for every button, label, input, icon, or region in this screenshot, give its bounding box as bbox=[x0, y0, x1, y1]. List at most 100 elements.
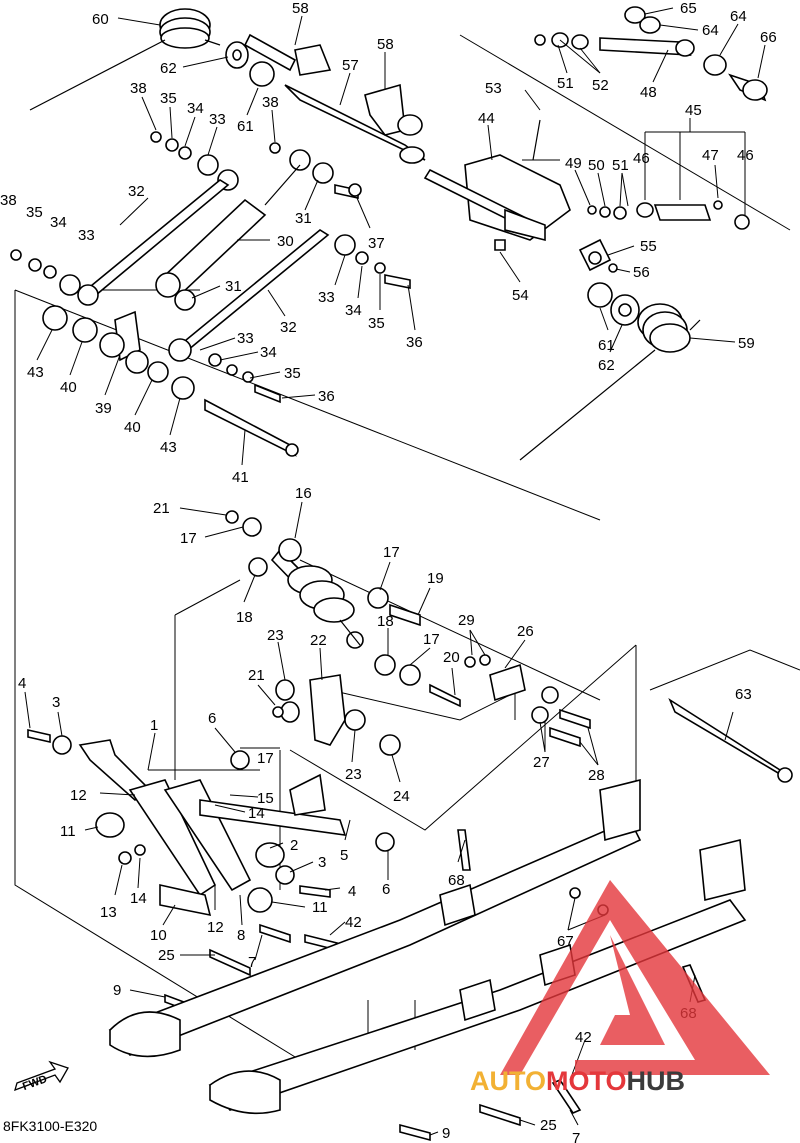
middle-small-parts bbox=[225, 510, 591, 748]
label-12: 12 bbox=[70, 787, 87, 804]
label-25: 25 bbox=[158, 947, 175, 964]
label-18: 18 bbox=[236, 609, 253, 626]
parts-45-46 bbox=[587, 200, 750, 230]
label-43: 43 bbox=[27, 364, 44, 381]
slide-rails bbox=[108, 778, 747, 1115]
spring-59 bbox=[519, 282, 701, 461]
label-14: 14 bbox=[248, 805, 265, 822]
label-52: 52 bbox=[592, 77, 609, 94]
label-4: 4 bbox=[18, 675, 26, 692]
label-49: 49 bbox=[565, 155, 582, 172]
part-labels: 60 58 62 57 58 61 38 35 34 33 38 65 64 6… bbox=[0, 0, 777, 1143]
fwd-arrow-icon: FWD bbox=[14, 1060, 69, 1093]
label-3: 3 bbox=[318, 854, 326, 871]
label-40: 40 bbox=[60, 379, 77, 396]
label-42: 42 bbox=[345, 914, 362, 931]
label-5: 5 bbox=[340, 847, 348, 864]
label-34: 34 bbox=[260, 344, 277, 361]
label-31: 31 bbox=[295, 210, 312, 227]
label-35: 35 bbox=[368, 315, 385, 332]
label-33: 33 bbox=[318, 289, 335, 306]
label-21: 21 bbox=[248, 667, 265, 684]
label-11: 11 bbox=[60, 823, 76, 840]
svg-text:AUTOMOTOHUB: AUTOMOTOHUB bbox=[470, 1066, 685, 1096]
label-29: 29 bbox=[458, 612, 475, 629]
label-41: 41 bbox=[232, 469, 249, 486]
label-64: 64 bbox=[730, 8, 747, 25]
label-35: 35 bbox=[284, 365, 301, 382]
label-62: 62 bbox=[598, 357, 615, 374]
label-46: 46 bbox=[633, 150, 650, 167]
label-18: 18 bbox=[377, 613, 394, 630]
label-60: 60 bbox=[92, 11, 109, 28]
label-61: 61 bbox=[598, 337, 615, 354]
label-2: 2 bbox=[290, 837, 298, 854]
label-26: 26 bbox=[517, 623, 534, 640]
label-14: 14 bbox=[130, 890, 147, 907]
label-25: 25 bbox=[540, 1117, 557, 1134]
label-7: 7 bbox=[248, 954, 256, 971]
label-34: 34 bbox=[345, 302, 362, 319]
label-51: 51 bbox=[612, 157, 629, 174]
diagram-code: 8FK3100-E320 bbox=[3, 1118, 97, 1134]
label-57: 57 bbox=[342, 57, 359, 74]
label-46: 46 bbox=[737, 147, 754, 164]
label-65: 65 bbox=[680, 0, 697, 17]
label-36: 36 bbox=[406, 334, 423, 351]
watermark-moto: MOTO bbox=[546, 1066, 627, 1096]
label-45: 45 bbox=[685, 102, 702, 119]
label-23: 23 bbox=[345, 766, 362, 783]
collar-61-top bbox=[249, 61, 275, 87]
label-6: 6 bbox=[382, 881, 390, 898]
label-47: 47 bbox=[702, 147, 719, 164]
label-17: 17 bbox=[383, 544, 400, 561]
label-58: 58 bbox=[292, 0, 309, 17]
label-7: 7 bbox=[572, 1130, 580, 1143]
label-17: 17 bbox=[257, 750, 274, 767]
label-37: 37 bbox=[368, 235, 385, 252]
label-63: 63 bbox=[735, 686, 752, 703]
label-9: 9 bbox=[442, 1125, 450, 1142]
label-1: 1 bbox=[150, 717, 158, 734]
label-51: 51 bbox=[557, 75, 574, 92]
label-61: 61 bbox=[237, 118, 254, 135]
label-54: 54 bbox=[512, 287, 529, 304]
label-32: 32 bbox=[128, 183, 145, 200]
label-17: 17 bbox=[423, 631, 440, 648]
label-34: 34 bbox=[50, 214, 67, 231]
label-4: 4 bbox=[348, 883, 356, 900]
watermark-triangle-icon bbox=[500, 880, 770, 1075]
label-68: 68 bbox=[448, 872, 465, 889]
label-35: 35 bbox=[160, 90, 177, 107]
shaft-63 bbox=[668, 697, 793, 783]
parts-55-56 bbox=[494, 238, 618, 273]
label-48: 48 bbox=[640, 84, 657, 101]
arm-1 bbox=[52, 735, 347, 897]
leader-lines bbox=[24, 7, 766, 1136]
label-59: 59 bbox=[738, 335, 755, 352]
label-39: 39 bbox=[95, 400, 112, 417]
label-31: 31 bbox=[225, 278, 242, 295]
label-33: 33 bbox=[78, 227, 95, 244]
label-21: 21 bbox=[153, 500, 170, 517]
label-22: 22 bbox=[310, 632, 327, 649]
label-23: 23 bbox=[267, 627, 284, 644]
spring-60 bbox=[29, 8, 221, 111]
washer-62-top bbox=[225, 41, 249, 69]
label-6: 6 bbox=[208, 710, 216, 727]
label-3: 3 bbox=[52, 694, 60, 711]
label-66: 66 bbox=[760, 29, 777, 46]
label-43: 43 bbox=[160, 439, 177, 456]
label-32: 32 bbox=[280, 319, 297, 336]
label-38: 38 bbox=[0, 192, 17, 209]
small-parts-left bbox=[10, 162, 362, 311]
shaft-57 bbox=[243, 33, 426, 164]
label-36: 36 bbox=[318, 388, 335, 405]
label-24: 24 bbox=[393, 788, 410, 805]
label-33: 33 bbox=[237, 330, 254, 347]
label-13: 13 bbox=[100, 904, 117, 921]
bracket-22 bbox=[272, 674, 401, 756]
watermark-logo: AUTOMOTOHUB bbox=[470, 880, 770, 1096]
label-19: 19 bbox=[427, 570, 444, 587]
links-parts-lower bbox=[42, 234, 411, 457]
